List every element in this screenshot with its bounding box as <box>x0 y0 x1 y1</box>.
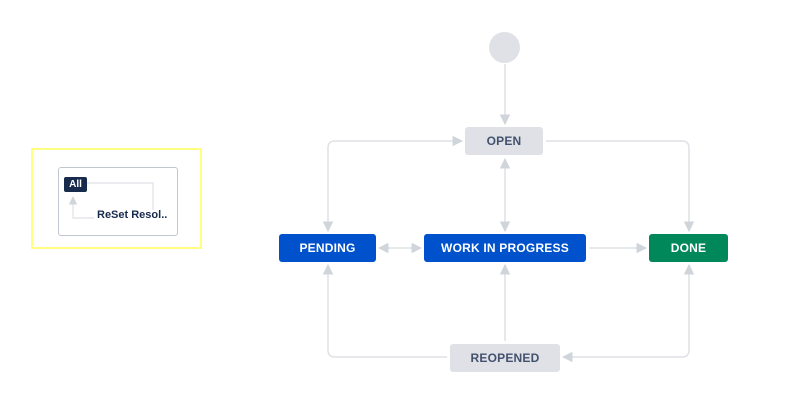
transitions-highlight-box <box>31 148 202 249</box>
status-work-in-progress[interactable]: WORK IN PROGRESS <box>424 234 586 262</box>
status-done[interactable]: DONE <box>649 234 728 262</box>
connector-done-reopened <box>561 263 695 363</box>
connector-open-done <box>546 140 695 233</box>
all-badge[interactable]: All <box>64 177 87 192</box>
start-node-circle[interactable] <box>489 32 520 63</box>
connector-reopened-pending <box>322 263 447 358</box>
status-open[interactable]: OPEN <box>465 127 543 155</box>
status-pending[interactable]: PENDING <box>279 234 376 262</box>
reset-resolution-transition-label[interactable]: ReSet Resol.. <box>97 209 168 221</box>
global-transition-card[interactable] <box>58 167 178 236</box>
status-reopened[interactable]: REOPENED <box>450 344 560 372</box>
connector-pending-open <box>322 135 464 233</box>
